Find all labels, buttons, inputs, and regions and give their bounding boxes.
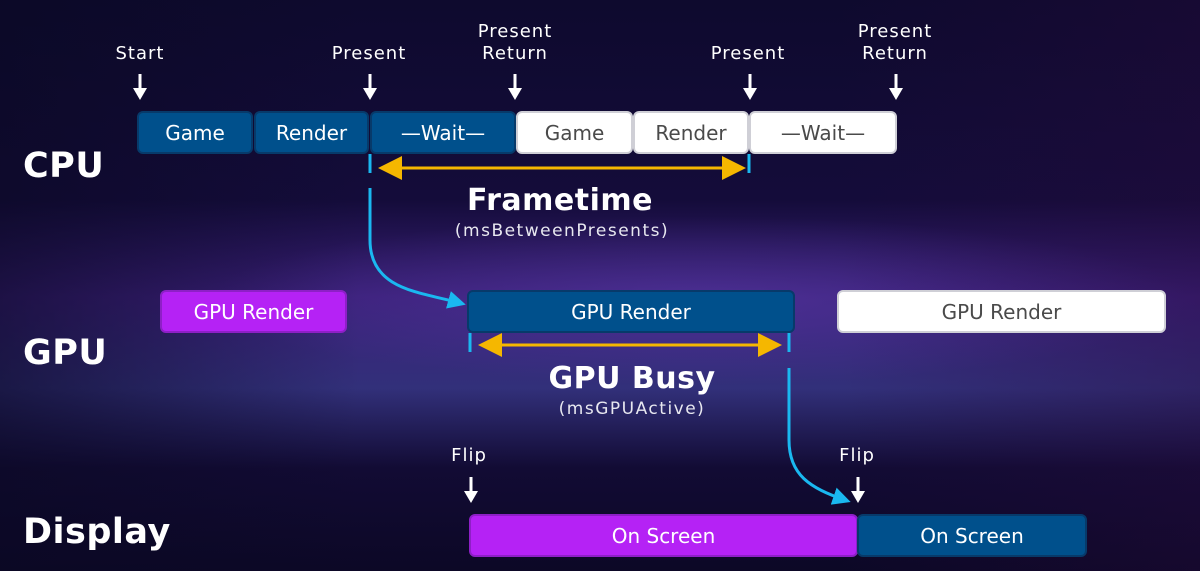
down-arrow-icon: [743, 74, 757, 100]
frametime-title: Frametime: [467, 183, 653, 218]
down-arrow-icon: [363, 74, 377, 100]
gpu-block-current: GPU Render: [467, 290, 795, 333]
cpu-block-render-2: Render: [633, 111, 749, 154]
marker-flip-2: Flip: [839, 445, 875, 466]
down-arrow-icon: [464, 477, 478, 503]
marker-present-return-2-line2: Return: [862, 43, 928, 64]
flow-arrow-gpu-to-display: [787, 368, 851, 505]
row-label-cpu: CPU: [23, 146, 105, 186]
row-label-display: Display: [23, 512, 171, 552]
gpu-block-previous: GPU Render: [160, 290, 347, 333]
cpu-block-game-1: Game: [137, 111, 253, 154]
down-arrow-icon: [889, 74, 903, 100]
marker-present-return-2: Present Return: [858, 21, 933, 65]
marker-present-return-1-line2: Return: [482, 43, 548, 64]
frametime-subtitle: (msBetweenPresents): [454, 221, 670, 241]
down-arrow-icon: [133, 74, 147, 100]
marker-present-return-1: Present Return: [478, 21, 553, 65]
cpu-block-wait-1: —Wait—: [370, 111, 516, 154]
display-block-previous: On Screen: [469, 514, 858, 557]
gpu-block-next: GPU Render: [837, 290, 1166, 333]
gpu-busy-subtitle: (msGPUActive): [558, 399, 706, 419]
cpu-block-wait-2: —Wait—: [749, 111, 897, 154]
marker-present-1: Present: [331, 43, 407, 64]
down-arrow-icon: [851, 477, 865, 503]
marker-present-return-1-line1: Present: [477, 21, 553, 42]
marker-start: Start: [115, 43, 165, 64]
marker-present-2: Present: [710, 43, 786, 64]
flow-arrow-present-to-gpu: [368, 188, 466, 309]
marker-present-return-2-line1: Present: [857, 21, 933, 42]
row-label-gpu: GPU: [23, 333, 108, 373]
display-block-current: On Screen: [857, 514, 1087, 557]
cpu-block-render-1: Render: [254, 111, 369, 154]
gpu-busy-title: GPU Busy: [548, 361, 716, 396]
down-arrow-icon: [508, 74, 522, 100]
marker-flip-1: Flip: [451, 445, 487, 466]
cpu-block-game-2: Game: [516, 111, 633, 154]
